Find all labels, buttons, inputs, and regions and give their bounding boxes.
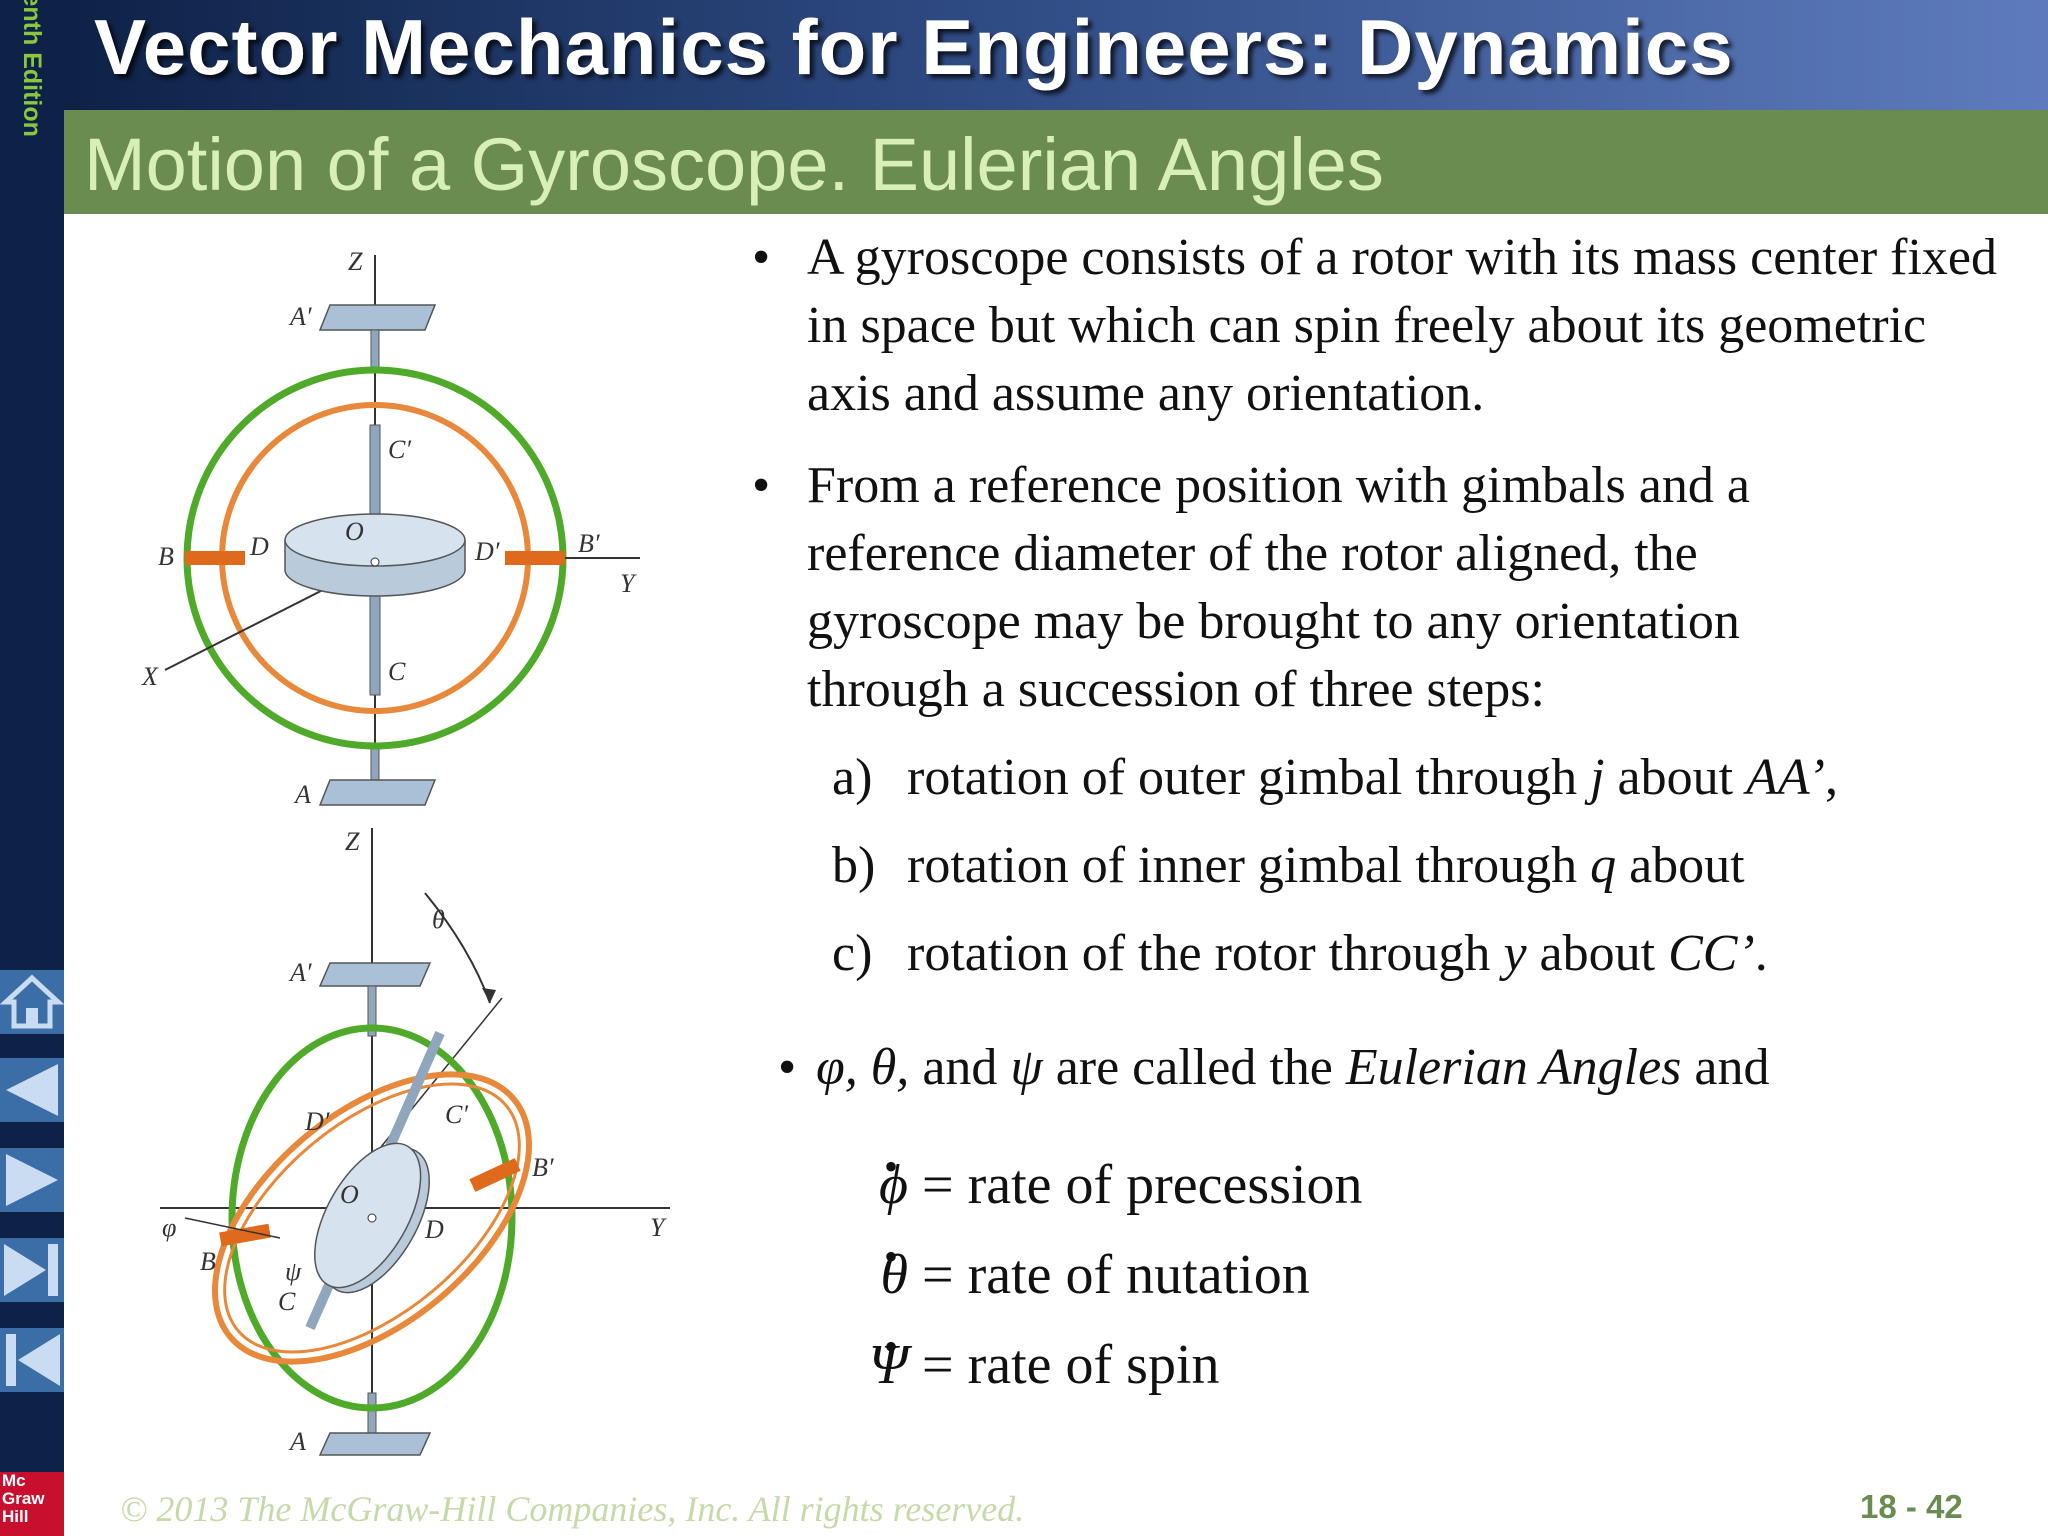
euler-symbols: φ, θ, — [816, 1039, 910, 1096]
euler-and: and — [909, 1039, 1011, 1096]
label-d-prime: D′ — [304, 1107, 330, 1136]
header-bar: Vector Mechanics for Engineers: Dynamics — [64, 0, 2048, 110]
step-a-axis: AA’ — [1746, 749, 1825, 806]
phi-symbol: ϕ — [879, 1154, 908, 1216]
rate-label: rate of nutation — [967, 1244, 1310, 1306]
label-x: X — [141, 662, 159, 691]
slide-title-bar: Motion of a Gyroscope. Eulerian Angles — [64, 110, 2048, 214]
dot-mark: • — [883, 1234, 898, 1279]
rate-nutation: θ• = rate of nutation — [850, 1234, 1310, 1310]
bullet-gyroscope-definition: A gyroscope consists of a rotor with its… — [807, 229, 1997, 422]
label-c: C — [388, 657, 406, 686]
bullet-dot: • — [778, 1039, 797, 1096]
step-c-axis: CC’ — [1668, 925, 1755, 982]
label-c: C — [278, 1287, 296, 1316]
label-z: Z — [348, 247, 363, 276]
dot-mark: • — [883, 1324, 898, 1369]
home-icon[interactable] — [0, 970, 65, 1034]
theta-symbol: θ — [880, 1244, 908, 1306]
edition-text: Tenth Edition — [18, 0, 46, 137]
label-o: O — [340, 1180, 359, 1209]
step-c-mid: about — [1526, 925, 1669, 982]
bullet-dot: • — [752, 229, 771, 286]
edition-label: Tenth Edition — [0, 0, 64, 137]
next-icon[interactable] — [0, 1148, 64, 1212]
phi-dot-symbol: ϕ• — [850, 1144, 908, 1220]
step-a-symbol: j — [1590, 749, 1605, 806]
label-phi: φ — [162, 1213, 176, 1242]
bullet-dot: • — [752, 457, 771, 514]
label-psi: ψ — [285, 1257, 302, 1286]
gyroscope-rotated-figure: Z θ A′ D′ C′ B′ O D Y φ B ψ C A — [160, 827, 670, 1456]
step-b-text: rotation of inner gimbal through q about — [907, 832, 1745, 900]
step-letter: a) — [832, 749, 873, 806]
label-d-prime: D′ — [474, 537, 500, 566]
logo-line-2: Graw — [2, 1489, 45, 1508]
label-d: D — [249, 532, 269, 561]
step-a-pre: rotation of outer gimbal through — [907, 749, 1591, 806]
page-number: 18 - 42 — [1860, 1488, 1963, 1525]
last-icon[interactable] — [0, 1238, 64, 1302]
step-c-post: . — [1754, 925, 1768, 982]
rate-spin: Ψ• = rate of spin — [850, 1324, 1220, 1400]
bullet-reference-position: From a reference position with gimbals a… — [807, 457, 1750, 718]
euler-angles-statement: φ, θ, and ψ are called the Eulerian Angl… — [816, 1034, 1770, 1102]
label-z: Z — [345, 827, 360, 856]
logo-line-1: Mc — [2, 1471, 26, 1490]
mcgraw-hill-logo: Mc Graw Hill — [0, 1472, 64, 1536]
copyright-notice: © 2013 The McGraw-Hill Companies, Inc. A… — [120, 1489, 1025, 1529]
label-o: O — [345, 517, 364, 546]
step-b-mid: about — [1616, 837, 1745, 894]
rate-precession: ϕ• = rate of precession — [850, 1144, 1363, 1220]
step-letter: b) — [832, 837, 876, 894]
label-a: A — [293, 780, 311, 809]
logo-line-3: Hill — [2, 1507, 29, 1526]
label-y: Y — [620, 569, 637, 598]
label-a: A — [288, 1427, 306, 1456]
step-a-text: rotation of outer gimbal through j about… — [907, 744, 1838, 812]
euler-end: and — [1681, 1039, 1770, 1096]
label-y: Y — [650, 1213, 667, 1242]
dot-mark: • — [883, 1144, 898, 1189]
label-d: D — [424, 1215, 444, 1244]
psi-dot-symbol: Ψ• — [850, 1324, 908, 1400]
label-b: B — [158, 542, 174, 571]
label-a-prime: A′ — [288, 302, 312, 331]
step-a-post: , — [1825, 749, 1838, 806]
step-letter: c) — [832, 925, 873, 982]
step-b-pre: rotation of inner gimbal through — [907, 837, 1591, 894]
label-c-prime: C′ — [388, 435, 411, 464]
rate-label: rate of precession — [967, 1154, 1363, 1216]
psi-symbol: Ψ — [868, 1334, 908, 1396]
left-sidebar: Tenth Edition — [0, 0, 65, 1536]
gyroscope-reference-figure: Z A′ C′ B D O D′ B′ Y X C A — [141, 247, 640, 809]
label-theta: θ — [432, 905, 445, 934]
book-title: Vector Mechanics for Engineers: Dynamics — [94, 3, 1734, 91]
label-b: B — [200, 1247, 216, 1276]
equals-sign: = — [922, 1244, 954, 1306]
step-c-pre: rotation of the rotor through — [907, 925, 1504, 982]
step-b-symbol: q — [1590, 837, 1617, 894]
euler-psi: ψ — [1010, 1039, 1043, 1096]
label-c-prime: C′ — [445, 1100, 468, 1129]
equals-sign: = — [922, 1154, 954, 1216]
theta-dot-symbol: θ• — [850, 1234, 908, 1310]
label-b-prime: B′ — [578, 529, 600, 558]
equals-sign: = — [922, 1334, 954, 1396]
first-icon[interactable] — [0, 1328, 64, 1392]
step-c-text: rotation of the rotor through y about CC… — [907, 920, 1768, 988]
euler-term: Eulerian Angles — [1345, 1039, 1682, 1096]
step-c-symbol: y — [1503, 925, 1527, 982]
previous-icon[interactable] — [0, 1058, 64, 1122]
label-a-prime: A′ — [288, 958, 312, 987]
step-a-mid: about — [1604, 749, 1747, 806]
euler-middle: are called the — [1042, 1039, 1346, 1096]
rate-label: rate of spin — [967, 1334, 1220, 1396]
label-b-prime: B′ — [532, 1153, 554, 1182]
slide-title: Motion of a Gyroscope. Eulerian Angles — [84, 123, 1384, 206]
